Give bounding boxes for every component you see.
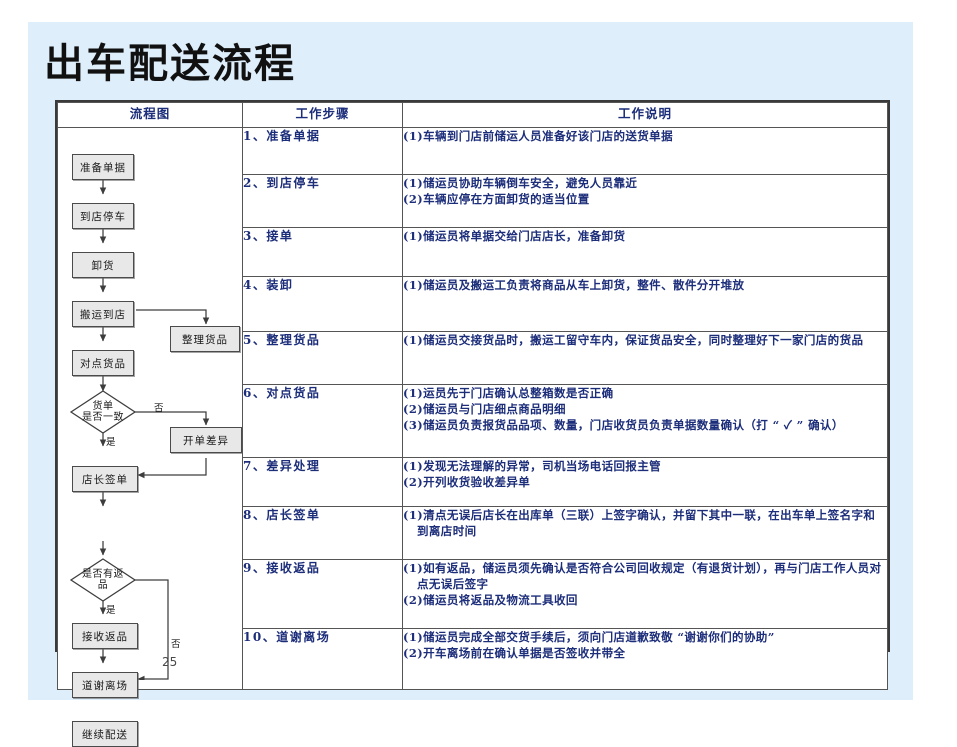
description-line: (3)储运员负责报货品品项、数量，门店收货员负责单据数量确认（打 “ ✓ ” 确… [403,418,844,432]
description-line: (1)发现无法理解的异常，司机当场电话回报主管 [403,459,662,473]
flow-edge-label-documents-no: 否 [154,403,164,414]
table-row: 9、接收返品(1)如有返品，储运员须先确认是否符合公司回收规定（有退货计划），再… [58,559,888,629]
table-row: 10、道谢离场(1)储运员完成全部交货手续后，须向门店道歉致敬 “谢谢你们的协助… [58,628,888,690]
table-row: 5、整理货品(1)储运员交接货品时，搬运工留守车内，保证货品安全，同时整理好下一… [58,331,888,385]
process-table-container: 流程图 工作步骤 工作说明 [55,100,890,747]
step-cell: 7、差异处理 [242,457,403,507]
flow-edge-label-returns-no: 否 [171,639,181,650]
description-line: (2)开车离场前在确认单据是否签收并带全 [403,646,626,660]
description-cell: (1)储运员及搬运工负责将商品从车上卸货，整件、散件分开堆放 [402,276,888,332]
description-line: (1)运员先于门店确认总整箱数是否正确 [403,386,614,400]
table-head: 流程图 工作步骤 工作说明 [57,102,888,128]
flow-node-count-goods: 对点货品 [72,350,134,376]
description-cell: (1)储运员交接货品时，搬运工留守车内，保证货品安全，同时整理好下一家门店的货品 [402,331,888,385]
step-cell: 6、对点货品 [242,384,403,458]
flow-node-arrange-goods: 整理货品 [170,326,240,352]
column-header-description: 工作说明 [402,102,888,128]
description-line: (1)储运员协助车辆倒车安全，避免人员靠近 [403,176,638,190]
description-line: (1)储运员交接货品时，搬运工留守车内，保证货品安全，同时整理好下一家门店的货品 [403,333,864,347]
step-cell: 5、整理货品 [242,331,403,385]
flow-edge-label-documents-yes: 是 [106,437,116,448]
step-cell: 4、装卸 [242,276,403,332]
column-header-flowchart: 流程图 [57,102,243,128]
flow-decision-has-returns: 是否有返品 [71,559,135,601]
description-cell: (1)储运员完成全部交货手续后，须向门店道歉致敬 “谢谢你们的协助” (2)开车离… [402,628,888,690]
flowchart-connectors [69,180,210,680]
flow-edge-label-returns-yes: 是 [106,605,116,616]
table-row: 6、对点货品(1)运员先于门店确认总整箱数是否正确 (2)储运员与门店细点商品明细… [58,384,888,458]
description-line: (2)储运员与门店细点商品明细 [403,402,566,416]
description-line: (1)清点无误后店长在出库单（三联）上签字确认，并留下其中一联，在出车单上签名字… [403,508,876,538]
flow-node-carry-to-store: 搬运到店 [72,301,134,327]
flow-decision-documents-match: 货单是否一致 [71,391,135,433]
description-line: (2)车辆应停在方面卸货的适当位置 [403,192,590,206]
step-cell: 8、店长签单 [242,506,403,560]
description-cell: (1)储运员协助车辆倒车安全，避免人员靠近 (2)车辆应停在方面卸货的适当位置 [402,174,888,228]
description-line: (1)储运员及搬运工负责将商品从车上卸货，整件、散件分开堆放 [403,278,745,292]
description-line: (1)储运员完成全部交货手续后，须向门店道歉致敬 “谢谢你们的协助” [403,630,775,644]
step-cell: 3、接单 [242,227,403,277]
table-body: 准备单据 到店停车 卸货 搬运到店 对点货品 整理货品 货单是否一致 开单差异 … [57,127,888,747]
flowchart-diagram: 准备单据 到店停车 卸货 搬运到店 对点货品 整理货品 货单是否一致 开单差异 … [58,128,243,747]
table-row: 7、差异处理(1)发现无法理解的异常，司机当场电话回报主管 (2)开列收货验收差异… [58,457,888,507]
description-line: (2)开列收货验收差异单 [403,475,531,489]
table-header-row: 流程图 工作步骤 工作说明 [57,102,888,128]
flow-decision-documents-match-label: 货单是否一致 [82,401,124,423]
flow-node-receive-returns: 接收返品 [72,623,138,649]
table-row: 4、装卸(1)储运员及搬运工负责将商品从车上卸货，整件、散件分开堆放 [58,276,888,332]
flow-node-manager-sign: 店长签单 [72,466,138,492]
description-cell: (1)储运员将单据交给门店店长，准备卸货 [402,227,888,277]
description-cell: (1)车辆到门店前储运人员准备好该门店的送货单据 [402,127,888,175]
flow-decision-has-returns-label: 是否有返品 [82,569,124,591]
description-line: (1)储运员将单据交给门店店长，准备卸货 [403,229,626,243]
description-cell: (1)如有返品，储运员须先确认是否符合公司回收规定（有退货计划），再与门店工作人… [402,559,888,629]
flowchart-cell: 准备单据 到店停车 卸货 搬运到店 对点货品 整理货品 货单是否一致 开单差异 … [57,127,243,747]
flow-node-arrive-park: 到店停车 [72,203,134,229]
table-row: 准备单据 到店停车 卸货 搬运到店 对点货品 整理货品 货单是否一致 开单差异 … [57,127,888,747]
step-cell: 10、道谢离场 [242,628,403,690]
table-row: 2、到店停车(1)储运员协助车辆倒车安全，避免人员靠近 (2)车辆应停在方面卸货的… [58,174,888,228]
page-number: 25 [162,655,178,669]
step-cell: 2、到店停车 [242,174,403,228]
step-cell: 9、接收返品 [242,559,403,629]
flow-node-continue-delivery: 继续配送 [72,721,138,747]
description-cell: (1)发现无法理解的异常，司机当场电话回报主管 (2)开列收货验收差异单 [402,457,888,507]
process-table: 流程图 工作步骤 工作说明 [57,102,888,747]
description-cell: (1)运员先于门店确认总整箱数是否正确 (2)储运员与门店细点商品明细 (3)储运员… [402,384,888,458]
description-cell: (1)清点无误后店长在出库单（三联）上签字确认，并留下其中一联，在出车单上签名字… [402,506,888,560]
table-row: 3、接单(1)储运员将单据交给门店店长，准备卸货 [58,227,888,277]
flow-node-unload: 卸货 [72,252,134,278]
description-line: (1)车辆到门店前储运人员准备好该门店的送货单据 [403,129,673,143]
column-header-steps: 工作步骤 [242,102,403,128]
flow-node-prepare-documents: 准备单据 [72,154,134,180]
flow-node-issue-discrepancy: 开单差异 [170,427,242,453]
table-row: 8、店长签单(1)清点无误后店长在出库单（三联）上签字确认，并留下其中一联，在出… [58,506,888,560]
description-line: (2)储运员将返品及物流工具收回 [403,593,578,607]
page-title: 出车配送流程 [44,40,296,87]
step-cell: 1、准备单据 [242,127,403,175]
slide-canvas: 出车配送流程 流程图 工作步骤 工作说明 [28,22,913,747]
description-line: (1)如有返品，储运员须先确认是否符合公司回收规定（有退货计划），再与门店工作人… [403,561,882,591]
